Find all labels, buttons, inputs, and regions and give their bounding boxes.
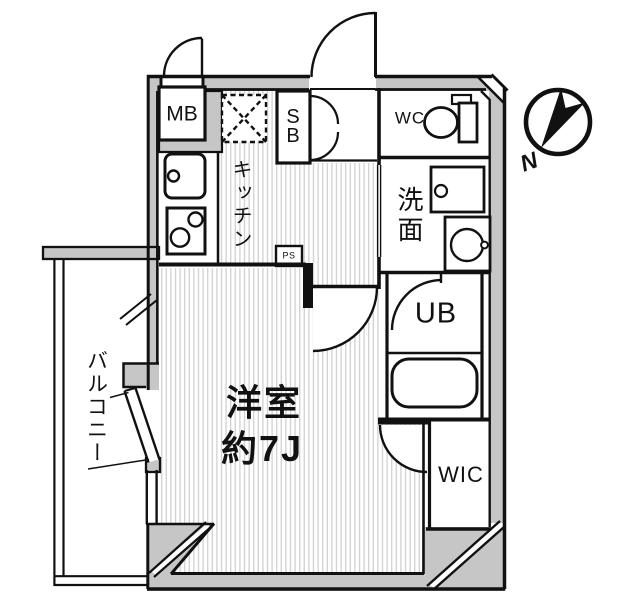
- floors: [159, 91, 427, 573]
- balcony-window: [87, 293, 161, 524]
- corner-chamfers: [146, 73, 509, 591]
- refrigerator-space: [220, 93, 268, 144]
- toilet: [423, 93, 479, 144]
- unit-bath-label: UB: [414, 297, 458, 330]
- shoe-box: [275, 89, 312, 165]
- compass: [523, 87, 593, 157]
- meter-box-door-arc: [162, 36, 203, 77]
- washing-machine: [443, 215, 492, 273]
- balcony-railing: [53, 259, 147, 587]
- entry-floor: [309, 91, 375, 161]
- washroom-label: 洗面: [394, 186, 424, 246]
- pipe-space-label: PS: [282, 250, 296, 261]
- meter-box: [157, 85, 207, 142]
- toilet-label: WC: [394, 108, 426, 128]
- main-room-size-label: 約7J: [220, 428, 304, 469]
- main-room-label: 洋室: [225, 382, 303, 423]
- kitchen-sink: [163, 152, 207, 200]
- vanity-sink: [429, 165, 486, 214]
- walk-in-closet-label: WIC: [438, 462, 484, 487]
- wall-outlines: [122, 74, 507, 591]
- room-door-arc: [312, 286, 379, 353]
- entrance-door-arc: [310, 11, 376, 78]
- bath-door-arc: [390, 278, 442, 331]
- kitchen-label: キッチン: [229, 159, 251, 251]
- bathtub: [390, 357, 479, 409]
- wet-area: [378, 93, 492, 574]
- balcony-label: バルコニー: [84, 349, 108, 465]
- wic-door-arc: [378, 424, 428, 474]
- meter-box-label: MB: [166, 102, 198, 126]
- shoe-box-label: SB: [286, 106, 300, 147]
- main-room-floor: [159, 268, 423, 573]
- compass-needle: [541, 88, 585, 148]
- kitchen-area: [157, 11, 382, 353]
